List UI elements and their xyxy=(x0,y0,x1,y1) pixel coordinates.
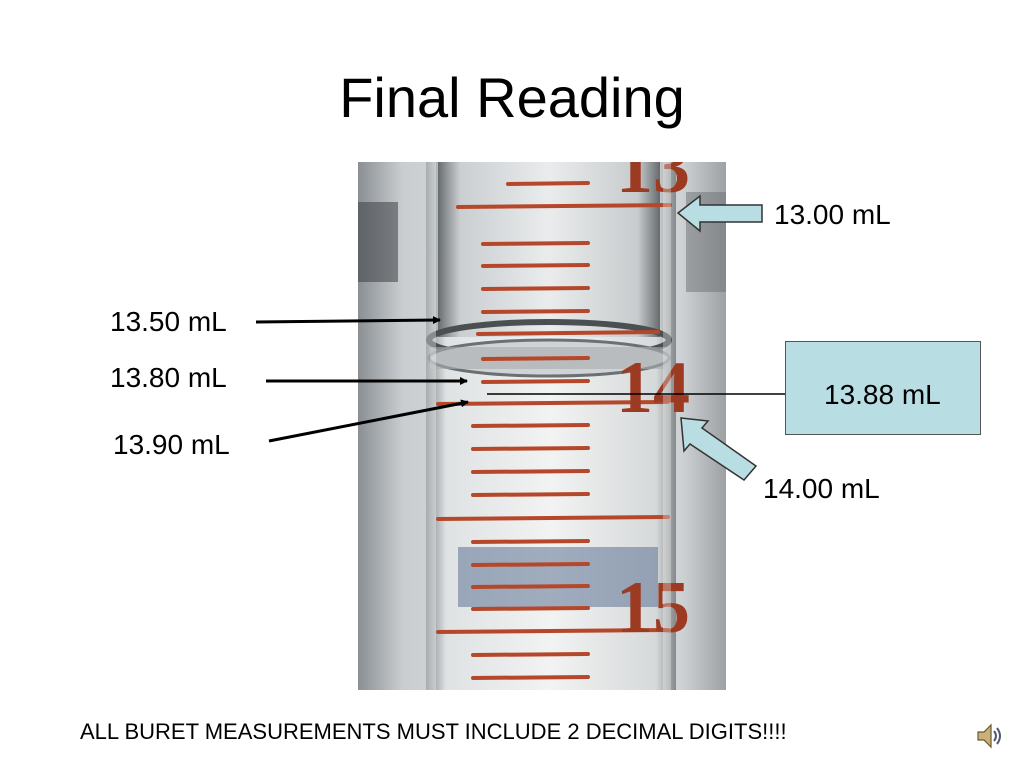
label-13-50: 13.50 mL xyxy=(110,306,227,337)
label-13-00: 13.00 mL xyxy=(774,199,891,230)
label-13-90: 13.90 mL xyxy=(113,429,230,460)
slide-title: Final Reading xyxy=(339,66,685,129)
scale-number-14: 14 xyxy=(616,347,690,429)
label-14-00: 14.00 mL xyxy=(763,473,880,504)
answer-value: 13.88 mL xyxy=(824,379,941,410)
label-13-80: 13.80 mL xyxy=(110,362,227,393)
scale-number-13: 13 xyxy=(616,162,690,209)
buret-photo: 13 14 15 xyxy=(358,162,726,690)
scale-number-15: 15 xyxy=(616,567,690,649)
answer-box: 13.88 mL xyxy=(785,341,981,435)
footer-note: ALL BURET MEASUREMENTS MUST INCLUDE 2 DE… xyxy=(80,719,787,744)
speaker-icon[interactable] xyxy=(974,720,1006,752)
